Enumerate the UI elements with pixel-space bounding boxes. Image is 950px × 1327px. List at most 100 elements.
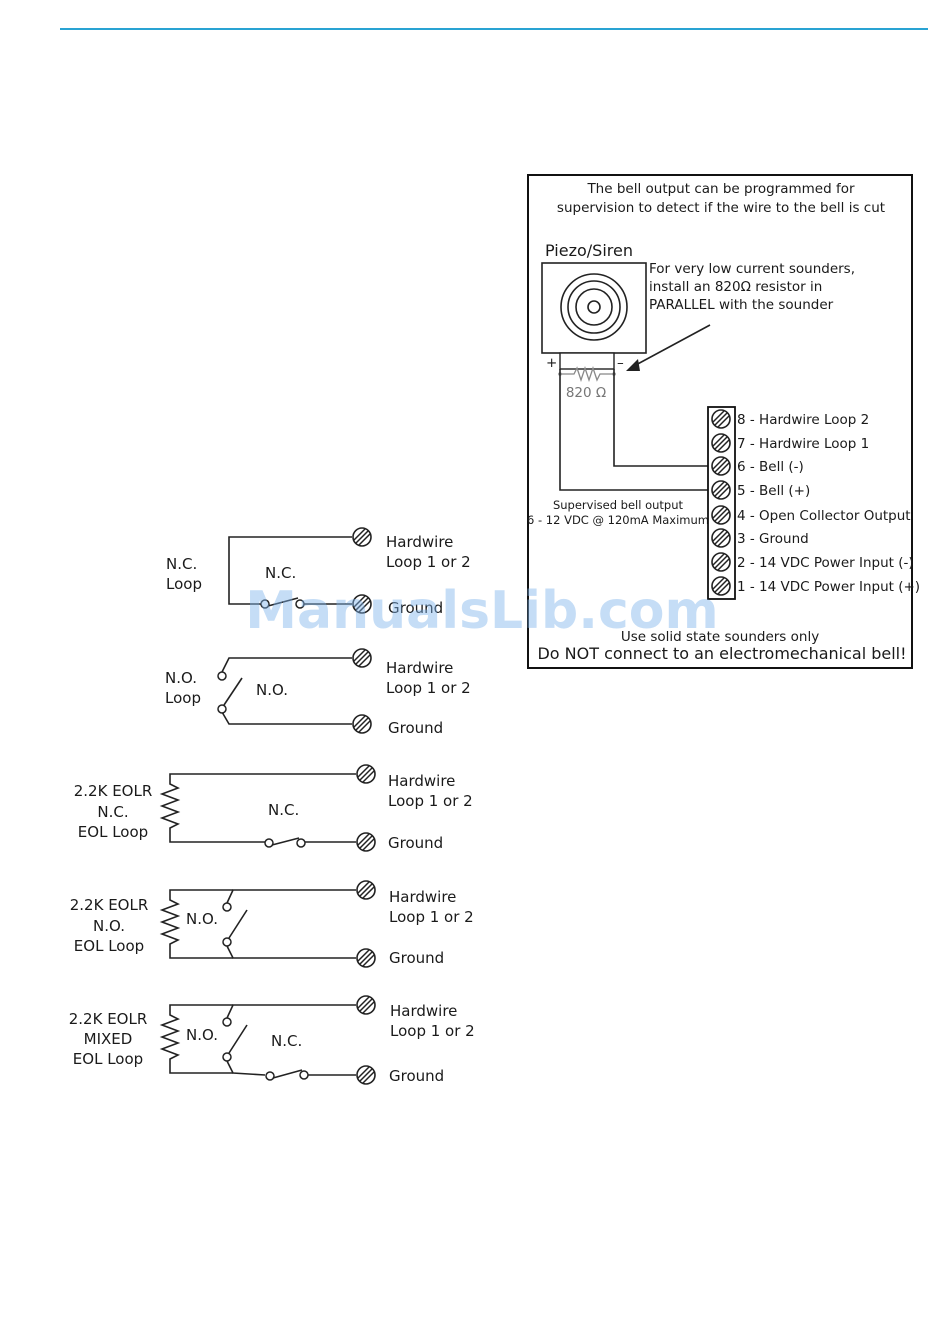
supervised-line2: 6 - 12 VDC @ 120mA Maximum: [527, 513, 709, 527]
resistor-note-line1: For very low current sounders,: [649, 261, 855, 277]
loop-label-line3: EOL Loop: [78, 823, 148, 841]
hardwire-screw-icon: [356, 764, 376, 784]
loop-label-line2: N.C.: [97, 803, 128, 821]
loop-label-line2: Loop: [166, 575, 202, 593]
supervised-line1: Supervised bell output: [553, 498, 684, 512]
switch-contact-icon: [217, 704, 227, 714]
terminal-top-line1: Hardwire: [386, 659, 453, 677]
loop-label-line2: Loop: [165, 689, 201, 707]
nc-switch-arm: [271, 837, 300, 846]
bell-output-panel: The bell output can be programmed for su…: [527, 174, 920, 669]
nc-switch-arm: [267, 597, 299, 607]
resistor-820-icon: [558, 365, 616, 383]
switch-label: N.O.: [256, 681, 288, 699]
eol-resistor-icon: [159, 773, 356, 843]
hardwire-screw-icon: [352, 648, 372, 668]
resistor-note-line2: install an 820Ω resistor in: [649, 279, 822, 295]
terminal-top-line2: Loop 1 or 2: [386, 679, 471, 697]
ground-screw-icon: [356, 832, 376, 852]
switch-contact-icon: [222, 1017, 232, 1027]
resistor-note-line3: PARALLEL with the sounder: [649, 297, 834, 313]
switch-contact-icon: [222, 937, 232, 947]
terminal-5-label: 5 - Bell (+): [737, 483, 810, 499]
terminal-6-label: 6 - Bell (-): [737, 459, 804, 475]
no-switch-arm: [223, 677, 243, 706]
terminal-4-screw-icon: [711, 505, 731, 525]
switch-label: N.O.: [186, 910, 218, 928]
switch-a-label: N.O.: [186, 1026, 218, 1044]
switch-contact-icon: [296, 838, 306, 848]
panel-note-line2: supervision to detect if the wire to the…: [557, 200, 885, 216]
switch-contact-icon: [264, 838, 274, 848]
hardwire-screw-icon: [356, 995, 376, 1015]
switch-contact-icon: [222, 902, 232, 912]
electromechanical-warning: Do NOT connect to an electromechanical b…: [537, 644, 906, 663]
terminal-8-label: 8 - Hardwire Loop 2: [737, 412, 869, 428]
terminal-top-line1: Hardwire: [388, 772, 455, 790]
watermark: ManualsLib.com: [245, 581, 718, 641]
switch-b-label: N.C.: [271, 1032, 302, 1050]
terminal-8-screw-icon: [711, 409, 731, 429]
resistor-value: 820 Ω: [566, 385, 606, 401]
nc-loop-diagram: N.C. Loop N.C. Hardwire Loop 1 or 2 Grou…: [166, 527, 471, 617]
terminal-top-line2: Loop 1 or 2: [386, 553, 471, 571]
nc-switch-arm: [272, 1069, 303, 1079]
terminal-bottom: Ground: [388, 599, 443, 617]
bell-plus-wire: [559, 369, 712, 491]
bell-minus-wire: [613, 369, 712, 467]
switch-label: N.C.: [268, 801, 299, 819]
note-pointer: [633, 324, 711, 367]
terminal-6-screw-icon: [711, 456, 731, 476]
no-switch-arm: [228, 1024, 248, 1054]
ground-screw-icon: [356, 948, 376, 968]
eol-mixed-loop-diagram: 2.2K EOLR MIXED EOL Loop N.O. N.C. Hardw…: [69, 995, 475, 1085]
terminal-top-line2: Loop 1 or 2: [390, 1022, 475, 1040]
terminal-bottom: Ground: [389, 949, 444, 967]
panel-border: [527, 174, 913, 669]
terminal-3-screw-icon: [711, 528, 731, 548]
no-loop-diagram: N.O. Loop N.O. Hardwire Loop 1 or 2 Grou…: [165, 648, 471, 737]
eol-resistor-icon: [159, 889, 233, 959]
header-rule: [60, 28, 928, 30]
loop-label-line1: N.O.: [165, 669, 197, 687]
switch-label: N.C.: [265, 564, 296, 582]
loop-label-line1: 2.2K EOLR: [74, 782, 153, 800]
terminal-4-label: 4 - Open Collector Output: [737, 508, 911, 524]
terminal-bottom: Ground: [389, 1067, 444, 1085]
terminal-1-label: 1 - 14 VDC Power Input (+): [737, 579, 920, 595]
terminal-bottom: Ground: [388, 719, 443, 737]
switch-contact-icon: [265, 1071, 275, 1081]
hardwire-screw-icon: [356, 880, 376, 900]
loop-label-line3: EOL Loop: [73, 1050, 143, 1068]
terminal-3-label: 3 - Ground: [737, 531, 809, 547]
device-title: Piezo/Siren: [545, 241, 633, 260]
switch-contact-icon: [295, 599, 305, 609]
pointer-arrowhead: [626, 359, 640, 371]
loop-label-line1: N.C.: [166, 555, 197, 573]
no-switch-arm: [228, 909, 248, 939]
loop-label-line2: MIXED: [84, 1030, 133, 1048]
ground-screw-icon: [352, 714, 372, 734]
siren-icon: [541, 262, 647, 370]
terminal-7-label: 7 - Hardwire Loop 1: [737, 436, 869, 452]
terminal-bottom: Ground: [388, 834, 443, 852]
loop-label-line1: 2.2K EOLR: [69, 1010, 148, 1028]
eol-nc-loop-diagram: 2.2K EOLR N.C. EOL Loop N.C. Hardwire Lo…: [74, 764, 473, 852]
loop-label-line2: N.O.: [93, 917, 125, 935]
terminal-2-screw-icon: [711, 552, 731, 572]
hardwire-screw-icon: [352, 527, 372, 547]
plus-sign: +: [546, 355, 557, 371]
loop-label-line1: 2.2K EOLR: [70, 896, 149, 914]
terminal-7-screw-icon: [711, 433, 731, 453]
loop-label-line3: EOL Loop: [74, 937, 144, 955]
terminal-top-line2: Loop 1 or 2: [388, 792, 473, 810]
terminal-top-line1: Hardwire: [390, 1002, 457, 1020]
terminal-2-label: 2 - 14 VDC Power Input (-): [737, 555, 914, 571]
switch-contact-icon: [217, 671, 227, 681]
switch-contact-icon: [299, 1070, 309, 1080]
panel-note-line1: The bell output can be programmed for: [586, 181, 855, 197]
eol-no-loop-diagram: 2.2K EOLR N.O. EOL Loop N.O. Hardwire Lo…: [70, 880, 474, 968]
terminal-top-line1: Hardwire: [389, 888, 456, 906]
solid-state-note: Use solid state sounders only: [621, 629, 819, 645]
